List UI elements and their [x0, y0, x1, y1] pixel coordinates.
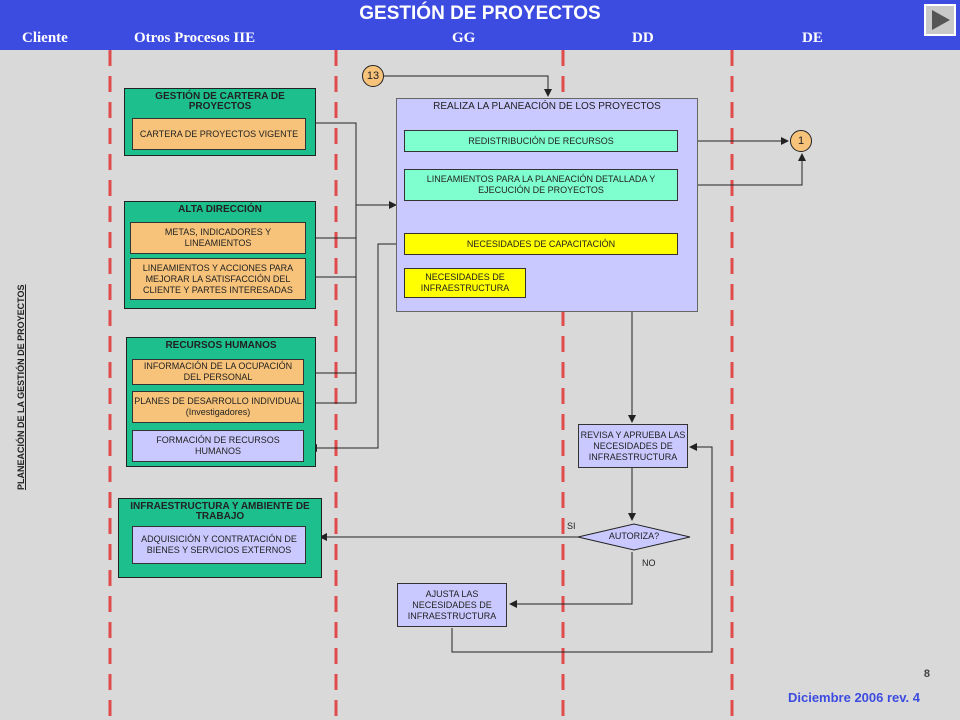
decision-yes-label: SI — [567, 521, 576, 531]
ocupacion-personal-box: INFORMACIÓN DE LA OCUPACIÓN DEL PERSONAL — [132, 359, 304, 385]
group-alta-title: ALTA DIRECCIÓN — [178, 204, 262, 215]
infraestructura-box: NECESIDADES DE INFRAESTRUCTURA — [404, 268, 526, 298]
decision-label: AUTORIZA? — [608, 531, 660, 541]
group-cartera-title: GESTIÓN DE CARTERA DE PROYECTOS — [155, 91, 285, 112]
connector-out-1[interactable]: 1 — [790, 130, 812, 152]
lane-gg: GG — [452, 30, 476, 46]
connector-in-13[interactable]: 13 — [362, 65, 384, 87]
group-infra-title: INFRAESTRUCTURA Y AMBIENTE DE TRABAJO — [130, 501, 310, 522]
planes-desarrollo-box: PLANES DE DESARROLLO INDIVIDUAL (Investi… — [132, 391, 304, 423]
group-rrhh-title: RECURSOS HUMANOS — [165, 340, 277, 351]
formacion-rrhh-box: FORMACIÓN DE RECURSOS HUMANOS — [132, 430, 304, 462]
revisa-box: REVISA Y APRUEBA LAS NECESIDADES DE INFR… — [578, 424, 688, 468]
header-bar — [0, 0, 960, 50]
decision-diamond — [577, 523, 691, 551]
lane-otros-procesos: Otros Procesos IIE — [134, 30, 256, 46]
cartera-vigente-box: CARTERA DE PROYECTOS VIGENTE — [132, 118, 306, 150]
planeacion-title: REALIZA LA PLANEACIÓN DE LOS PROYECTOS — [433, 101, 661, 112]
lane-de: DE — [802, 30, 823, 46]
decision-no-label: NO — [642, 558, 656, 568]
side-process-label: PLANEACIÓN DE LA GESTIÓN DE PROYECTOS — [16, 284, 26, 490]
next-slide-button[interactable] — [924, 4, 956, 36]
ajusta-box: AJUSTA LAS NECESIDADES DE INFRAESTRUCTUR… — [397, 583, 507, 627]
footer-date: Diciembre 2006 rev. 4 — [787, 690, 920, 705]
lane-cliente: Cliente — [22, 30, 68, 46]
redistribucion-box: REDISTRIBUCIÓN DE RECURSOS — [404, 130, 678, 152]
metas-box: METAS, INDICADORES Y LINEAMIENTOS — [130, 222, 306, 254]
lane-dd: DD — [632, 30, 654, 46]
lineamientos-planeacion-box: LINEAMIENTOS PARA LA PLANEACIÓN DETALLAD… — [404, 169, 678, 201]
lineamientos-cliente-box: LINEAMIENTOS Y ACCIONES PARA MEJORAR LA … — [130, 258, 306, 300]
play-icon — [932, 10, 950, 30]
page-title: GESTIÓN DE PROYECTOS — [359, 3, 601, 24]
page-number: 8 — [923, 668, 930, 680]
capacitacion-box: NECESIDADES DE CAPACITACIÓN — [404, 233, 678, 255]
adquisicion-box: ADQUISICIÓN Y CONTRATACIÓN DE BIENES Y S… — [132, 526, 306, 564]
